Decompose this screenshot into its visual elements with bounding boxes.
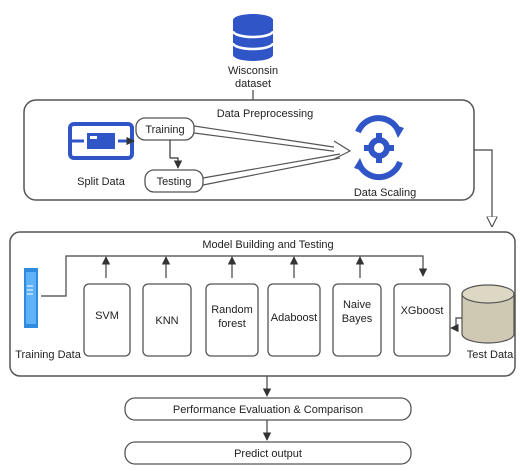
model-building-title: Model Building and Testing [202, 239, 333, 251]
test-data-label: Test Data [467, 349, 514, 361]
testing-to-scaling-arrow [202, 153, 341, 186]
split-data-icon [68, 122, 134, 160]
preprocessing-title: Data Preprocessing [217, 108, 314, 120]
split-data-label: Split Data [77, 176, 126, 188]
data-bar-icon [24, 268, 38, 328]
model-svm-label: SVM [95, 310, 119, 322]
model-knn-label: KNN [155, 315, 178, 327]
split-to-testing-arrow [170, 157, 183, 169]
gear-cycle-icon [354, 115, 404, 181]
dataset-label-line1: Wisconsin [228, 65, 278, 77]
model-xgboost-box: XGboost [393, 283, 451, 357]
test-data-cylinder-icon [461, 284, 515, 344]
model-rf-label-line1: Random [211, 304, 253, 316]
model-knn-box: KNN [142, 283, 192, 357]
evaluation-box [124, 397, 412, 421]
model-xgboost-label: XGboost [401, 305, 444, 317]
model-nb-label-line1: Naive [343, 299, 371, 311]
output-label: Predict output [234, 448, 302, 460]
testing-label: Testing [157, 176, 192, 188]
training-box [135, 117, 195, 141]
training-label: Training [145, 124, 184, 136]
model-nb-label-line2: Bayes [342, 313, 373, 325]
dataset-label-line2: dataset [235, 78, 271, 90]
output-box [124, 441, 412, 465]
model-building-container [9, 231, 516, 377]
model-adaboost-box: Adaboost [267, 283, 321, 357]
model-random-forest-box: Random forest [205, 283, 259, 357]
model-rf-label-line2: forest [218, 318, 246, 330]
database-icon [231, 14, 275, 61]
training-data-label: Training Data [15, 349, 82, 361]
preprocessing-to-model-arrow [474, 149, 492, 226]
test-data-arrow [450, 317, 462, 333]
model-svm-box: SVM [83, 283, 131, 357]
testing-box [144, 169, 204, 193]
model-naive-bayes-box: Naive Bayes [332, 283, 382, 357]
evaluation-label: Performance Evaluation & Comparison [173, 404, 363, 416]
data-scaling-label: Data Scaling [354, 187, 416, 199]
model-adaboost-label: Adaboost [271, 312, 317, 324]
training-bus-line [41, 255, 428, 297]
